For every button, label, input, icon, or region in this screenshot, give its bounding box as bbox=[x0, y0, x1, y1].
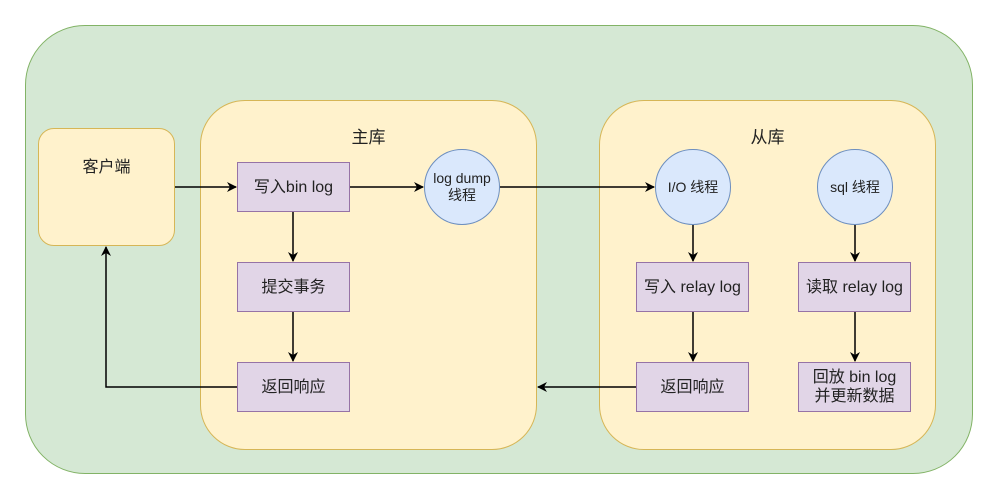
commit-transaction-node[interactable]: 提交事务 bbox=[237, 262, 350, 312]
log-dump-thread-label: log dump 线程 bbox=[433, 170, 491, 203]
commit-transaction-label: 提交事务 bbox=[261, 278, 326, 296]
write-binlog-node[interactable]: 写入bin log bbox=[237, 162, 350, 212]
master-return-response-node[interactable]: 返回响应 bbox=[237, 362, 350, 412]
slave-return-response-label: 返回响应 bbox=[660, 378, 725, 396]
slave-title: 从库 bbox=[750, 128, 785, 147]
read-relaylog-node[interactable]: 读取 relay log bbox=[798, 262, 911, 312]
master-title: 主库 bbox=[351, 128, 386, 147]
sql-thread-node[interactable]: sql 线程 bbox=[817, 149, 893, 225]
write-binlog-label: 写入bin log bbox=[253, 178, 334, 196]
client-label: 客户端 bbox=[82, 159, 131, 176]
io-thread-node[interactable]: I/O 线程 bbox=[655, 149, 731, 225]
replay-binlog-node[interactable]: 回放 bin log 并更新数据 bbox=[798, 362, 911, 412]
sql-thread-label: sql 线程 bbox=[830, 178, 880, 195]
master-return-response-label: 返回响应 bbox=[261, 378, 326, 396]
replay-binlog-label: 回放 bin log 并更新数据 bbox=[812, 369, 897, 405]
slave-return-response-node[interactable]: 返回响应 bbox=[636, 362, 749, 412]
client-node[interactable]: 客户端 bbox=[38, 128, 175, 246]
write-relaylog-node[interactable]: 写入 relay log bbox=[636, 262, 749, 312]
write-relaylog-label: 写入 relay log bbox=[644, 278, 741, 296]
log-dump-thread-node[interactable]: log dump 线程 bbox=[424, 149, 500, 225]
read-relaylog-label: 读取 relay log bbox=[806, 278, 903, 296]
io-thread-label: I/O 线程 bbox=[667, 178, 719, 195]
edge-return-to-client bbox=[101, 246, 237, 388]
